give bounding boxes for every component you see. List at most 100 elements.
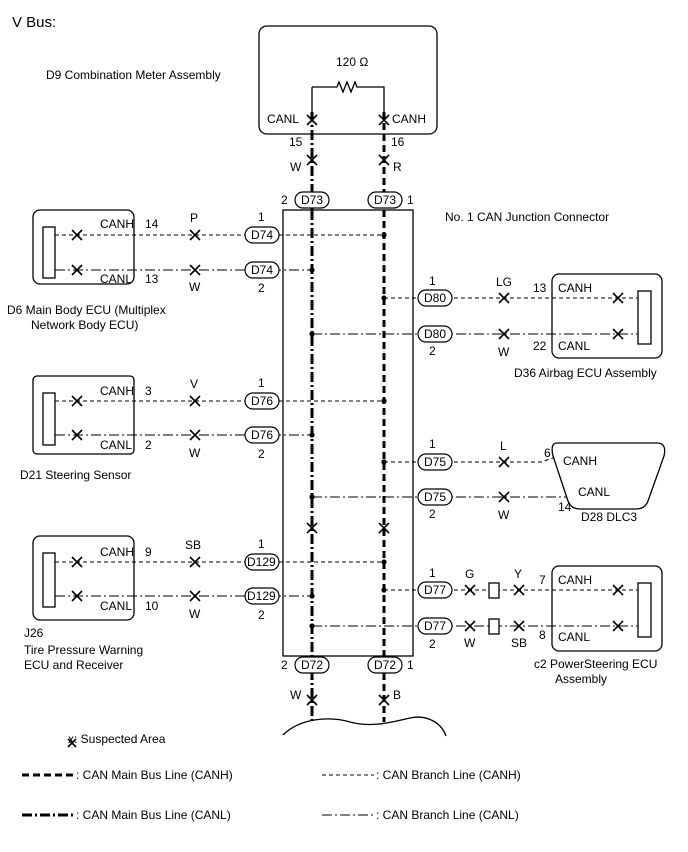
junction-dot <box>381 295 387 301</box>
junction-dot <box>309 494 315 500</box>
suspected-area-mark <box>306 522 318 534</box>
d9-canh-label: CANH <box>392 112 426 126</box>
d74-canh-connector <box>244 226 280 244</box>
suspected-area-mark <box>612 328 624 340</box>
suspected-area-mark <box>71 229 83 241</box>
suspected-area-mark <box>189 229 201 241</box>
suspected-area-mark <box>306 114 318 126</box>
j26-ecu-box <box>32 535 135 621</box>
d77-canh-connector <box>417 581 453 599</box>
d80-canl-connector <box>417 325 453 343</box>
legend-suspected-area: x: Suspected Area <box>68 732 166 746</box>
d77-canl-connector <box>417 617 453 635</box>
d36-canl-wire: W <box>498 345 510 359</box>
legend-main-canl: : CAN Main Bus Line (CANL) <box>76 808 231 822</box>
d28-canh-pin: 6 <box>544 446 551 460</box>
d9-canl-pin: 15 <box>289 135 303 149</box>
bottom-wire-b: B <box>393 688 401 702</box>
junction-dot <box>381 232 387 238</box>
c2-canh-label: CANH <box>558 573 592 587</box>
suspected-area-mark <box>189 264 201 276</box>
suspected-area-mark <box>498 328 510 340</box>
d6-canh-label: CANH <box>100 217 134 231</box>
c2-label-line1: c2 PowerSteering ECU <box>534 657 657 671</box>
suspected-area-mark <box>464 584 476 596</box>
junction-dot <box>309 432 315 438</box>
d28-canl-pin: 14 <box>558 500 572 514</box>
d77-canl-pin: 2 <box>429 637 436 651</box>
d72-canh-text: D72 <box>374 658 396 672</box>
harness-continuation-curve <box>282 716 447 737</box>
j26-canh-wire: SB <box>185 538 201 552</box>
d73-canh-connector <box>367 191 403 209</box>
junction-dot <box>309 267 315 273</box>
c2-canl-label: CANL <box>558 630 590 644</box>
d80-canl-text: D80 <box>424 327 446 341</box>
c2-canh-pin: 7 <box>539 573 546 587</box>
d129-canl-pin: 2 <box>258 608 265 622</box>
d75-canl-pin: 2 <box>429 507 436 521</box>
d74-canl-text: D74 <box>251 263 273 277</box>
d36-ecu-box <box>551 273 663 359</box>
d28-canl-wire: W <box>498 508 510 522</box>
d36-canh-wire: LG <box>496 275 512 289</box>
c2-canh-wire-2: Y <box>514 567 522 581</box>
suspected-area-marks <box>67 114 624 748</box>
d129-canh-connector <box>244 553 280 571</box>
suspected-area-mark <box>612 292 624 304</box>
d129-canl-connector <box>244 587 280 605</box>
d21-canh-pin: 3 <box>145 384 152 398</box>
top-wire-r: R <box>393 160 402 174</box>
d36-label: D36 Airbag ECU Assembly <box>514 366 657 380</box>
d76-canh-connector <box>244 392 280 410</box>
d72-canl-connector <box>294 656 330 674</box>
d9-canh-pin: 16 <box>391 135 405 149</box>
d77-canh-pin: 1 <box>429 566 436 580</box>
c2-connector-plug <box>637 582 652 638</box>
suspected-area-mark <box>612 620 624 632</box>
d6-canl-wire: W <box>189 280 201 294</box>
suspected-area-mark <box>71 556 83 568</box>
suspected-area-mark <box>306 154 318 166</box>
j26-canl-label: CANL <box>100 599 132 613</box>
dlc3-connector-shape <box>551 442 666 510</box>
d21-canh-label: CANH <box>100 384 134 398</box>
suspected-area-mark <box>71 590 83 602</box>
terminating-resistor <box>312 80 385 112</box>
d74-canh-pin: 1 <box>258 210 265 224</box>
j26-connector-plug <box>42 552 56 608</box>
d36-connector-plug <box>637 290 652 345</box>
j26-canl-wire: W <box>189 607 201 621</box>
j26-canh-label: CANH <box>100 545 134 559</box>
j26-canl-pin: 10 <box>145 599 159 613</box>
d36-canl-label: CANL <box>558 339 590 353</box>
d21-canl-pin: 2 <box>145 438 152 452</box>
d28-canh-wire: L <box>500 439 507 453</box>
d74-canh-text: D74 <box>251 228 273 242</box>
d6-canh-pin: 14 <box>145 217 159 231</box>
d6-label-line2: Network Body ECU) <box>31 318 138 332</box>
suspected-area-mark <box>189 429 201 441</box>
suspected-area-mark <box>378 154 390 166</box>
suspected-area-mark <box>378 522 390 534</box>
d6-connector-plug <box>42 226 56 279</box>
junction-label: No. 1 CAN Junction Connector <box>445 210 609 224</box>
junction-dot <box>381 398 387 404</box>
c2-canl-wire-2: SB <box>511 636 527 650</box>
d36-canh-pin: 13 <box>533 281 547 295</box>
resistor-label: 120 Ω <box>336 55 368 69</box>
suspected-area-mark <box>189 556 201 568</box>
d76-canl-pin: 2 <box>258 447 265 461</box>
suspected-area-mark <box>464 620 476 632</box>
d73-canl-pin: 2 <box>281 193 288 207</box>
c2-ecu-box <box>551 565 663 652</box>
c2-canl-pin: 8 <box>539 628 546 642</box>
suspected-area-mark <box>498 491 510 503</box>
d72-canl-pin: 2 <box>281 658 288 672</box>
junction-connector-box <box>282 209 414 657</box>
suspected-area-mark <box>498 456 510 468</box>
d9-canl-label: CANL <box>267 112 299 126</box>
top-wire-w: W <box>290 160 302 174</box>
d76-canh-text: D76 <box>251 394 273 408</box>
d6-canh-wire: P <box>190 211 198 225</box>
